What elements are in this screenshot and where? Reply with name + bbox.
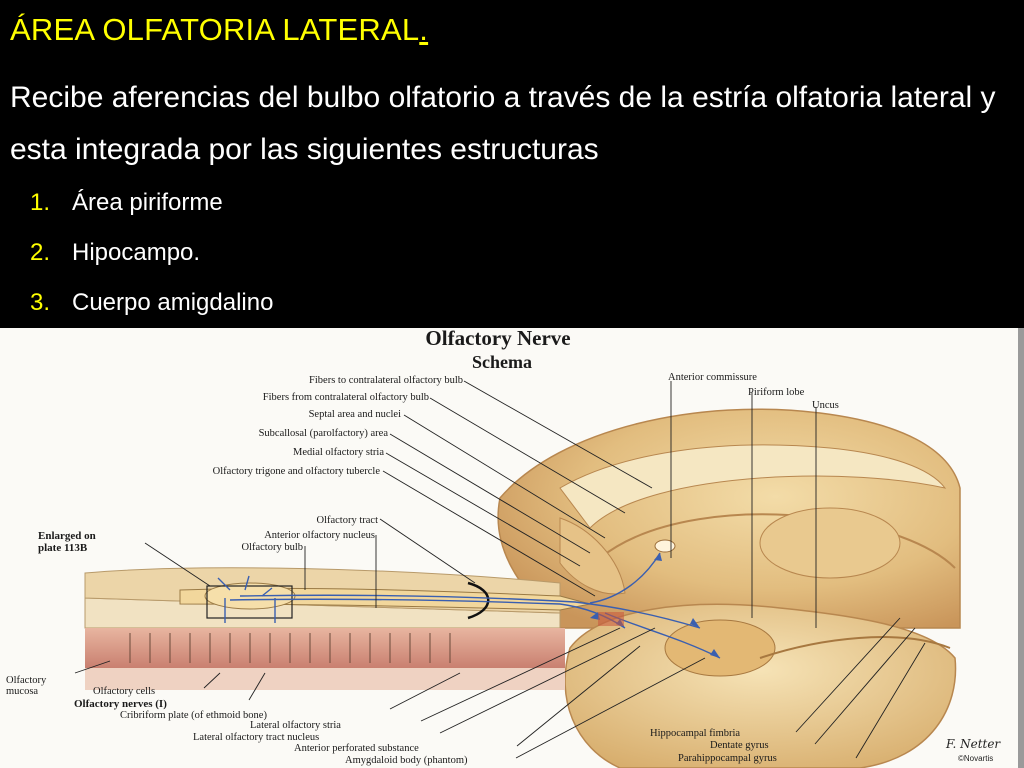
- anterior-commissure-shape: [654, 539, 676, 553]
- thalamus: [759, 507, 901, 579]
- list-text: Cuerpo amigdalino: [72, 289, 274, 316]
- structure-list: 1. Área piriforme 2. Hipocampo. 3. Cuerpo a…: [30, 178, 273, 328]
- label-amygdaloid: Amygdaloid body (phantom): [345, 755, 468, 766]
- copyright-note: ©Novartis: [958, 754, 993, 763]
- list-item: 3. Cuerpo amigdalino: [30, 278, 273, 328]
- label-enlarged-line1: Enlarged on: [38, 530, 96, 542]
- figure-right-edge: [1018, 328, 1024, 768]
- label-bulb: Olfactory bulb: [241, 542, 303, 553]
- slide-paragraph: Recibe aferencias del bulbo olfatorio a …: [10, 81, 996, 166]
- label-cells: Olfactory cells: [93, 686, 155, 697]
- label-mucosa-line1: Olfactory: [6, 675, 47, 686]
- corpus-callosum: [559, 444, 947, 529]
- olfactory-tract-marker: [598, 612, 624, 626]
- label-cribriform: Cribriform plate (of ethmoid bone): [120, 710, 267, 721]
- leader-lines: [74, 380, 926, 759]
- label-uncus: Uncus: [812, 400, 839, 411]
- temporal-lobe: [564, 603, 957, 768]
- hippocampus-shape: [759, 636, 951, 659]
- title-text: ÁREA OLFATORIA LATERAL: [10, 12, 420, 47]
- list-item: 2. Hipocampo.: [30, 228, 273, 278]
- label-tract: Olfactory tract: [316, 515, 378, 526]
- tract-clip: [467, 581, 490, 620]
- label-dentate: Dentate gyrus: [710, 740, 769, 751]
- list-number: 1.: [30, 189, 51, 216]
- list-text: Hipocampo.: [72, 239, 201, 266]
- label-fibers-to: Fibers to contralateral olfactory bulb: [309, 375, 463, 386]
- artist-signature: F. Netter: [945, 737, 1001, 751]
- label-mucosa-line2: mucosa: [6, 686, 38, 697]
- label-trigone: Olfactory trigone and olfactory tubercle: [213, 466, 381, 477]
- label-medial-stria: Medial olfactory stria: [293, 447, 384, 458]
- label-septal: Septal area and nuclei: [309, 409, 401, 420]
- label-lateral-tract-nucleus: Lateral olfactory tract nucleus: [193, 732, 319, 743]
- label-nerves: Olfactory nerves (I): [74, 698, 167, 710]
- label-subcallosal: Subcallosal (parolfactory) area: [259, 428, 389, 439]
- list-item: 1. Área piriforme: [30, 178, 273, 228]
- amygdala-shape: [664, 619, 776, 677]
- title-dot: .: [419, 12, 429, 47]
- label-fibers-from: Fibers from contralateral olfactory bulb: [263, 392, 429, 403]
- label-lateral-stria: Lateral olfactory stria: [250, 720, 341, 731]
- label-piriform: Piriform lobe: [748, 387, 805, 398]
- label-anterior-commissure: Anterior commissure: [668, 372, 757, 383]
- septal-region: [559, 517, 626, 595]
- label-enlarged-line2: plate 113B: [38, 542, 88, 554]
- label-parahippocampal: Parahippocampal gyrus: [678, 753, 777, 764]
- cribriform-teeth: [129, 633, 451, 663]
- label-fimbria: Hippocampal fimbria: [650, 728, 740, 739]
- slide-text-panel: ÁREA OLFATORIA LATERAL. Recibe aferencia…: [0, 0, 1024, 328]
- label-anterior-nucleus: Anterior olfactory nucleus: [264, 530, 375, 541]
- figure-title: Olfactory Nerve: [425, 328, 570, 350]
- figure-subtitle: Schema: [472, 352, 532, 372]
- label-anterior-perforated: Anterior perforated substance: [294, 743, 419, 754]
- enlarged-box: [206, 585, 293, 619]
- list-number: 2.: [30, 239, 51, 266]
- olfactory-nerve-illustration: Olfactory Nerve Schema Fibers to contral…: [0, 328, 1024, 768]
- list-number: 3.: [30, 289, 51, 316]
- slide-title: ÁREA OLFATORIA LATERAL.: [10, 12, 428, 48]
- olfactory-mucosa-shape: [85, 628, 565, 668]
- mucosa-lower: [85, 668, 565, 690]
- list-text: Área piriforme: [72, 189, 223, 216]
